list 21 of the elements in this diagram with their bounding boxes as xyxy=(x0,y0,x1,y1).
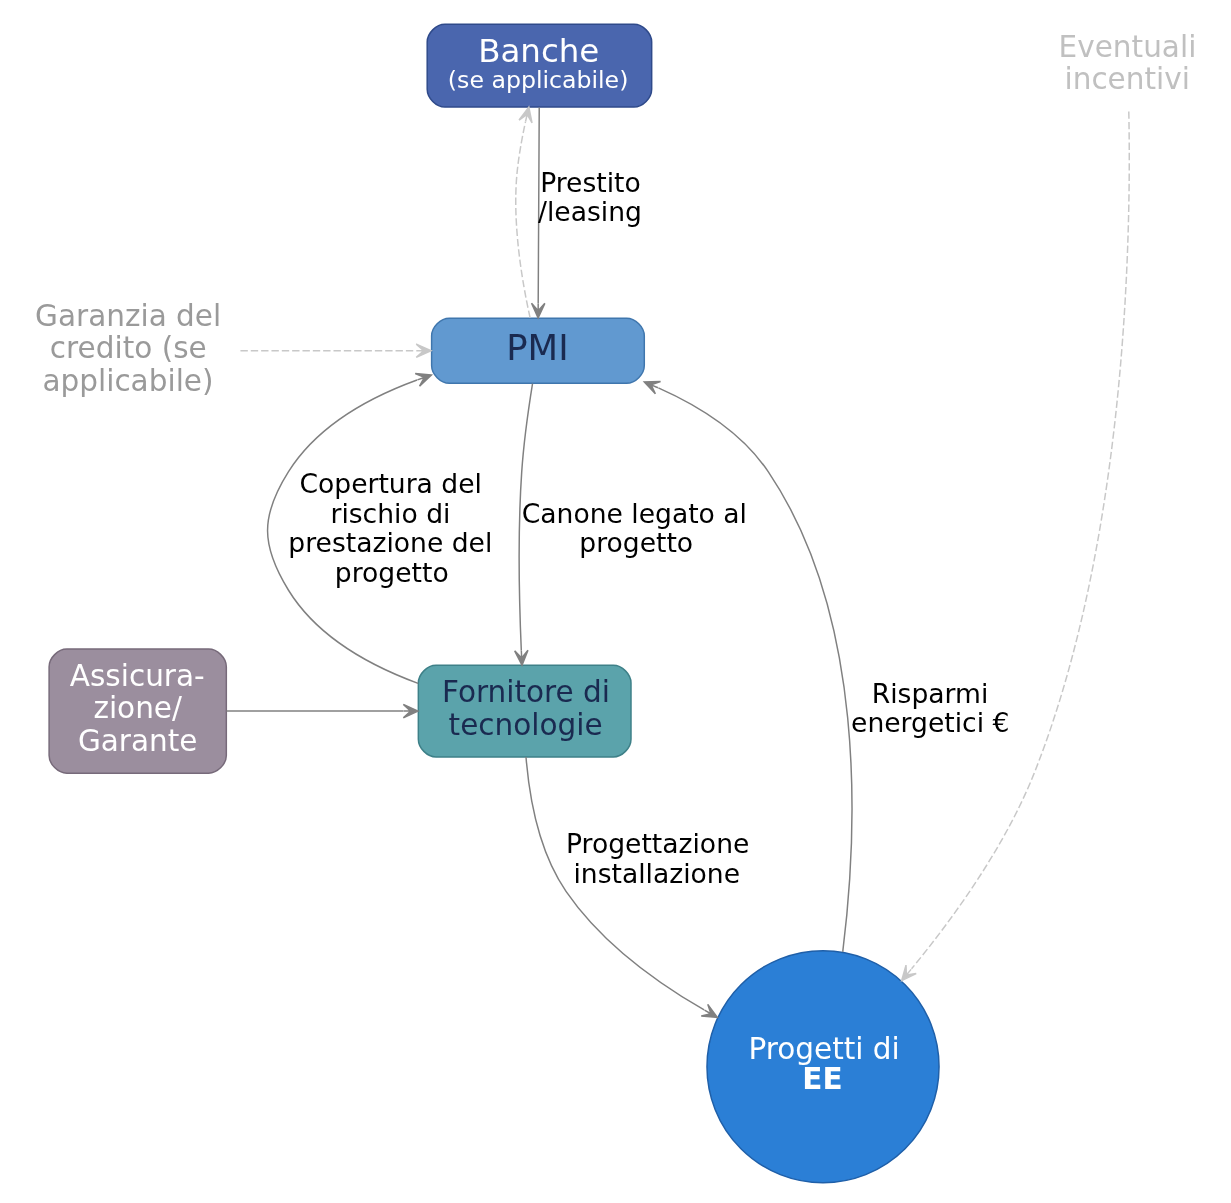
arrow xyxy=(266,372,433,685)
edge-label: Progettazione installazione xyxy=(566,828,750,890)
arrow xyxy=(513,382,534,667)
edge-label: Copertura del rischio di prestazione del progetto xyxy=(288,468,493,588)
edge-label: Risparmi energetici € xyxy=(851,677,1010,739)
arrow xyxy=(643,380,853,953)
node-text: Garanzia del credito (se applicabile) xyxy=(35,298,222,398)
edge-label: Canone legato al progetto xyxy=(521,497,748,559)
arrow xyxy=(239,343,432,359)
arrow xyxy=(900,110,1130,982)
edge-label: Prestito /leasing xyxy=(537,166,642,228)
node-circle: Progetti di EE xyxy=(706,949,940,1184)
arrow xyxy=(525,756,719,1019)
node-box: PMI xyxy=(430,317,646,384)
node-box: Fornitore di tecnologie xyxy=(417,664,632,758)
arrow xyxy=(530,106,546,319)
arrow xyxy=(225,703,419,719)
node-text: Eventuali incentivi xyxy=(1058,29,1197,97)
arrow xyxy=(515,106,533,319)
node-box: Assicura- zione/ Garante xyxy=(48,648,228,774)
node-box: Banche (se applicabile) xyxy=(426,23,653,108)
